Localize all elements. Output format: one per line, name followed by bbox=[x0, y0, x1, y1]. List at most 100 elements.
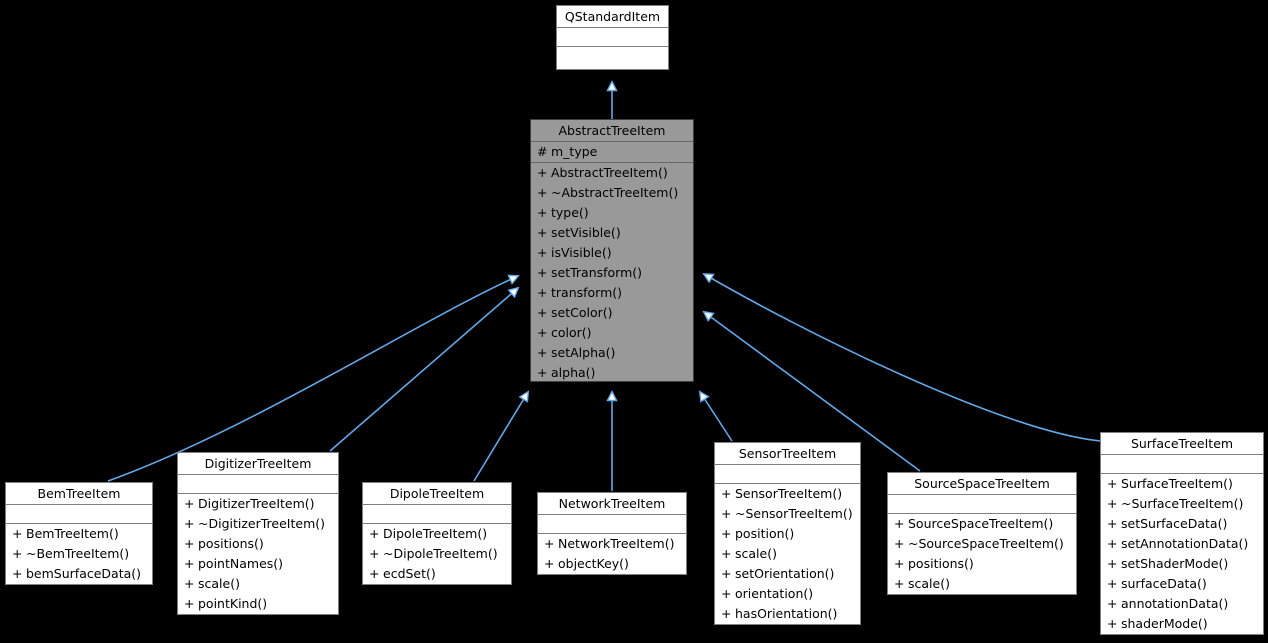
class-member: +setVisible() bbox=[531, 223, 693, 243]
class-attributes-dipoletreeitem bbox=[363, 505, 511, 524]
class-methods-sensortreeitem: +SensorTreeItem() +~SensorTreeItem() +po… bbox=[715, 484, 860, 624]
member-label: hasOrientation() bbox=[735, 606, 838, 621]
class-member: +~SensorTreeItem() bbox=[715, 504, 860, 524]
class-member: +AbstractTreeItem() bbox=[531, 163, 693, 183]
member-label: ~SensorTreeItem() bbox=[735, 506, 853, 521]
member-label: DigitizerTreeItem() bbox=[198, 496, 315, 511]
class-methods-dipoletreeitem: +DipoleTreeItem() +~DipoleTreeItem() +ec… bbox=[363, 524, 511, 584]
member-label: positions() bbox=[908, 556, 974, 571]
visibility-marker: + bbox=[369, 546, 380, 561]
member-label: surfaceData() bbox=[1121, 576, 1207, 591]
visibility-marker: + bbox=[184, 556, 195, 571]
class-member: +SensorTreeItem() bbox=[715, 484, 860, 504]
member-label: objectKey() bbox=[558, 556, 629, 571]
visibility-marker: + bbox=[721, 526, 732, 541]
visibility-marker: + bbox=[537, 305, 548, 320]
member-label: SourceSpaceTreeItem() bbox=[908, 516, 1054, 531]
class-title-surfacetreeitem: SurfaceTreeItem bbox=[1101, 433, 1263, 455]
member-label: annotationData() bbox=[1121, 596, 1229, 611]
class-member: +DipoleTreeItem() bbox=[363, 524, 511, 544]
visibility-marker: + bbox=[184, 496, 195, 511]
visibility-marker: + bbox=[1107, 596, 1118, 611]
class-member: +setSurfaceData() bbox=[1101, 514, 1263, 534]
class-member: +setColor() bbox=[531, 303, 693, 323]
visibility-marker: + bbox=[537, 345, 548, 360]
visibility-marker: + bbox=[1107, 616, 1118, 631]
class-attributes-bemtreeitem bbox=[6, 505, 152, 524]
member-label: setAnnotationData() bbox=[1121, 536, 1249, 551]
class-attributes-sourcespacetreeitem bbox=[888, 495, 1076, 514]
member-label: ~DipoleTreeItem() bbox=[383, 546, 498, 561]
member-label: setAlpha() bbox=[551, 345, 616, 360]
visibility-marker: + bbox=[184, 516, 195, 531]
class-node-bemtreeitem[interactable]: BemTreeItem +BemTreeItem() +~BemTreeItem… bbox=[5, 482, 153, 585]
class-node-sourcespacetreeitem[interactable]: SourceSpaceTreeItem +SourceSpaceTreeItem… bbox=[887, 472, 1077, 595]
member-label: ~AbstractTreeItem() bbox=[551, 185, 679, 200]
member-label: setSurfaceData() bbox=[1121, 516, 1228, 531]
visibility-marker: + bbox=[12, 526, 23, 541]
class-member: +DigitizerTreeItem() bbox=[178, 494, 338, 514]
class-node-sensortreeitem[interactable]: SensorTreeItem +SensorTreeItem() +~Senso… bbox=[714, 442, 861, 625]
class-member: +alpha() bbox=[531, 363, 693, 383]
visibility-marker: + bbox=[369, 566, 380, 581]
visibility-marker: + bbox=[184, 596, 195, 611]
class-node-surfacetreeitem[interactable]: SurfaceTreeItem +SurfaceTreeItem() +~Sur… bbox=[1100, 432, 1264, 635]
member-label: NetworkTreeItem() bbox=[558, 536, 675, 551]
member-label: setTransform() bbox=[551, 265, 643, 280]
class-member: +setShaderMode() bbox=[1101, 554, 1263, 574]
visibility-marker: + bbox=[537, 245, 548, 260]
class-methods-qstandarditem bbox=[557, 47, 668, 67]
visibility-marker: + bbox=[544, 536, 555, 551]
visibility-marker: + bbox=[894, 516, 905, 531]
visibility-marker: + bbox=[721, 566, 732, 581]
visibility-marker: + bbox=[1107, 476, 1118, 491]
class-attributes-abstracttreeitem: #m_type bbox=[531, 142, 693, 163]
member-label: transform() bbox=[551, 285, 623, 300]
member-label: color() bbox=[551, 325, 592, 340]
class-node-qstandarditem[interactable]: QStandardItem bbox=[556, 5, 669, 70]
class-methods-networktreeitem: +NetworkTreeItem() +objectKey() bbox=[538, 534, 686, 574]
visibility-marker: + bbox=[721, 546, 732, 561]
member-label: pointNames() bbox=[198, 556, 284, 571]
class-node-networktreeitem[interactable]: NetworkTreeItem +NetworkTreeItem() +obje… bbox=[537, 492, 687, 575]
member-label: position() bbox=[735, 526, 795, 541]
visibility-marker: + bbox=[544, 556, 555, 571]
class-member: +orientation() bbox=[715, 584, 860, 604]
member-label: positions() bbox=[198, 536, 264, 551]
class-title-digitizertreeitem: DigitizerTreeItem bbox=[178, 453, 338, 475]
class-node-digitizertreeitem[interactable]: DigitizerTreeItem +DigitizerTreeItem() +… bbox=[177, 452, 339, 615]
visibility-marker: + bbox=[184, 576, 195, 591]
class-member: +color() bbox=[531, 323, 693, 343]
class-member: +scale() bbox=[178, 574, 338, 594]
class-member: +transform() bbox=[531, 283, 693, 303]
member-label: m_type bbox=[551, 144, 598, 159]
class-title-sensortreeitem: SensorTreeItem bbox=[715, 443, 860, 465]
visibility-marker: + bbox=[537, 365, 548, 380]
class-member: +NetworkTreeItem() bbox=[538, 534, 686, 554]
visibility-marker: # bbox=[537, 144, 548, 159]
member-label: setVisible() bbox=[551, 225, 621, 240]
class-title-sourcespacetreeitem: SourceSpaceTreeItem bbox=[888, 473, 1076, 495]
class-member: +BemTreeItem() bbox=[6, 524, 152, 544]
class-member: +~AbstractTreeItem() bbox=[531, 183, 693, 203]
class-member: +surfaceData() bbox=[1101, 574, 1263, 594]
class-node-abstracttreeitem[interactable]: AbstractTreeItem #m_type +AbstractTreeIt… bbox=[530, 119, 694, 382]
visibility-marker: + bbox=[721, 486, 732, 501]
class-member: +positions() bbox=[888, 554, 1076, 574]
class-node-dipoletreeitem[interactable]: DipoleTreeItem +DipoleTreeItem() +~Dipol… bbox=[362, 482, 512, 585]
visibility-marker: + bbox=[1107, 516, 1118, 531]
class-member: +setAlpha() bbox=[531, 343, 693, 363]
visibility-marker: + bbox=[894, 556, 905, 571]
member-label: bemSurfaceData() bbox=[26, 566, 142, 581]
member-label: BemTreeItem() bbox=[26, 526, 119, 541]
visibility-marker: + bbox=[12, 566, 23, 581]
class-member: +ecdSet() bbox=[363, 564, 511, 584]
class-title-dipoletreeitem: DipoleTreeItem bbox=[363, 483, 511, 505]
class-member: +setOrientation() bbox=[715, 564, 860, 584]
member-label: scale() bbox=[198, 576, 240, 591]
class-member: +setTransform() bbox=[531, 263, 693, 283]
member-label: ~BemTreeItem() bbox=[26, 546, 130, 561]
visibility-marker: + bbox=[369, 526, 380, 541]
visibility-marker: + bbox=[894, 536, 905, 551]
member-label: isVisible() bbox=[551, 245, 612, 260]
